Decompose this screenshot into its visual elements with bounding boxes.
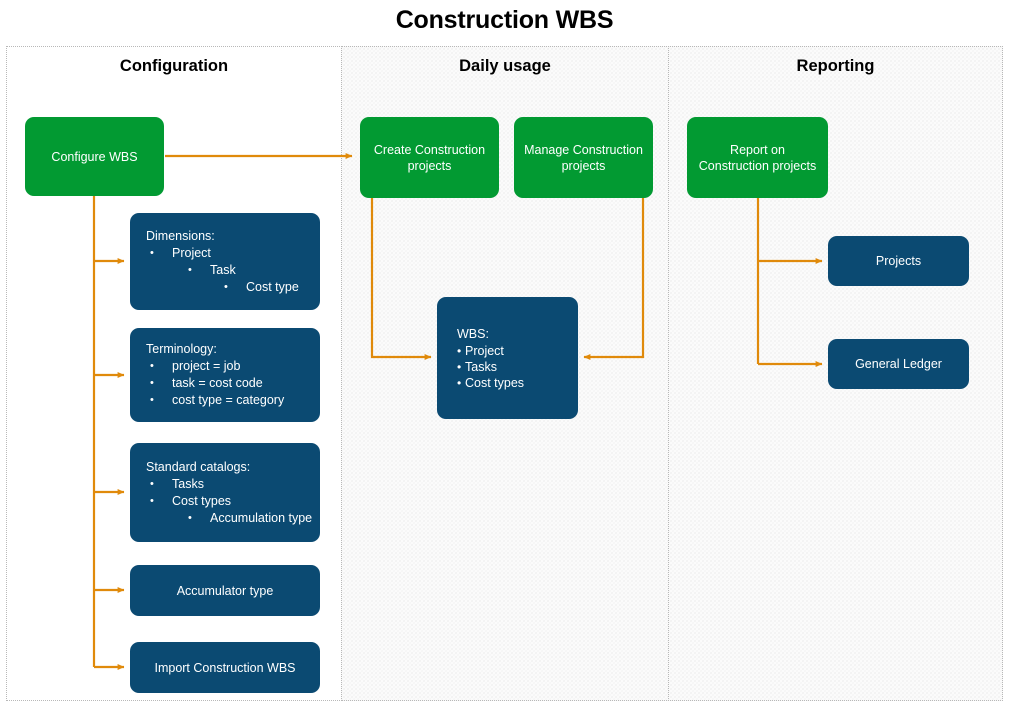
node-create-construction-projects[interactable]: Create Construction projects [360,117,499,198]
node-report-on-construction-projects-label: Report on Construction projects [698,142,817,173]
swimlane-header-reporting: Reporting [796,57,875,75]
node-dimensions-heading: Dimensions: [146,228,215,243]
node-manage-construction-projects-label: Manage Construction projects [524,142,643,173]
node-terminology-list: project = job task = cost code cost type… [146,358,304,409]
node-wbs-list: Project Tasks Cost types [457,343,578,391]
node-general-ledger[interactable]: General Ledger [828,339,969,389]
node-standard-catalogs-heading: Standard catalogs: [146,459,251,474]
swimlane-header-configuration: Configuration [119,57,229,75]
swimlane-header-daily-usage: Daily usage [459,57,551,75]
list-item: Tasks [457,359,578,375]
list-item: Cost types [457,375,578,391]
page-title: Construction WBS [395,6,614,34]
list-item: task = cost code [146,375,304,392]
node-standard-catalogs-list: Tasks Cost types Accumulation type [146,476,312,527]
node-wbs[interactable]: WBS: Project Tasks Cost types [437,297,578,419]
node-report-on-construction-projects[interactable]: Report on Construction projects [687,117,828,198]
list-item: Cost types [146,493,304,510]
node-configure-wbs-label: Configure WBS [51,149,138,164]
list-item: Project [146,245,304,262]
node-create-construction-projects-label: Create Construction projects [373,142,486,173]
node-accumulator-type[interactable]: Accumulator type [130,565,320,616]
node-standard-catalogs[interactable]: Standard catalogs: Tasks Cost types Accu… [130,443,320,542]
list-item: cost type = category [146,392,304,409]
node-import-construction-wbs[interactable]: Import Construction WBS [130,642,320,693]
node-wbs-heading: WBS: [457,326,489,341]
list-item: Task [146,262,304,279]
list-item: Accumulation type [146,510,312,527]
node-general-ledger-label: General Ledger [855,357,942,371]
node-import-construction-wbs-label: Import Construction WBS [154,660,296,675]
node-configure-wbs[interactable]: Configure WBS [25,117,164,196]
list-item: Tasks [146,476,304,493]
node-terminology-heading: Terminology: [146,342,217,356]
list-item: Cost type [146,279,304,296]
node-manage-construction-projects[interactable]: Manage Construction projects [514,117,653,198]
list-item: Project [457,343,578,359]
node-accumulator-type-label: Accumulator type [176,583,274,598]
node-dimensions[interactable]: Dimensions: Project Task Cost type [130,213,320,310]
node-dimensions-list: Project Task Cost type [146,245,304,296]
node-projects[interactable]: Projects [828,236,969,286]
node-terminology[interactable]: Terminology: project = job task = cost c… [130,328,320,422]
node-projects-label: Projects [875,254,922,268]
list-item: project = job [146,358,304,375]
